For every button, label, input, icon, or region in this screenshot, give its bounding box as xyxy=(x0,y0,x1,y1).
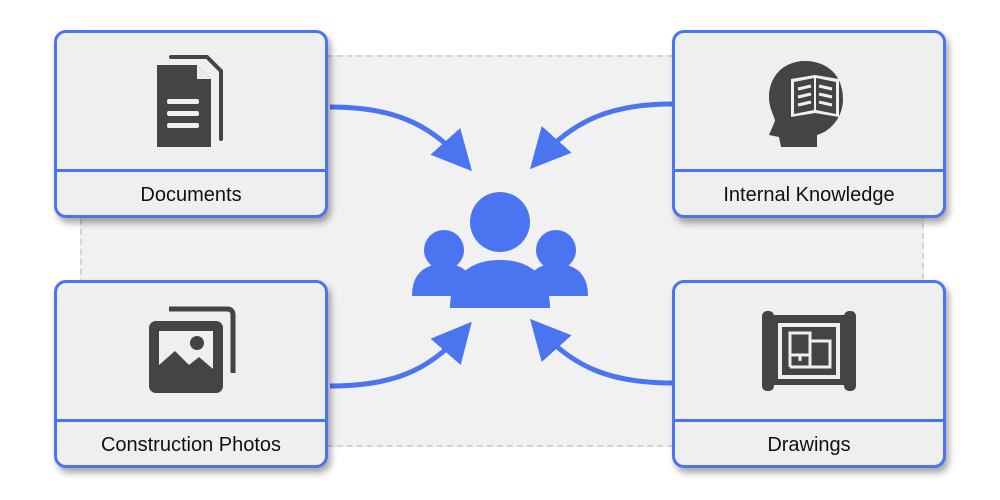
documents-label: Documents xyxy=(140,183,242,206)
card-divider xyxy=(57,419,325,422)
card-divider xyxy=(57,169,325,172)
internal-knowledge-card[interactable]: Internal Knowledge xyxy=(672,30,946,218)
arrow-drawings xyxy=(529,318,673,386)
internal-knowledge-label: Internal Knowledge xyxy=(723,183,895,206)
arrow-construction-photos xyxy=(329,321,472,389)
construction-photos-card[interactable]: Construction Photos xyxy=(54,280,328,468)
document-icon xyxy=(157,55,223,147)
users-group-icon xyxy=(412,192,588,308)
card-divider xyxy=(675,169,943,172)
card-divider xyxy=(675,419,943,422)
drawings-label: Drawings xyxy=(767,433,851,456)
construction-photos-label: Construction Photos xyxy=(100,433,282,456)
head-book-icon xyxy=(769,61,843,147)
documents-card[interactable]: Documents xyxy=(54,30,328,218)
arrow-documents xyxy=(329,104,473,172)
drawings-card[interactable]: Drawings xyxy=(672,280,946,468)
image-stack-icon xyxy=(149,306,236,393)
blueprint-icon xyxy=(762,311,856,391)
arrow-internal-knowledge xyxy=(529,101,673,170)
